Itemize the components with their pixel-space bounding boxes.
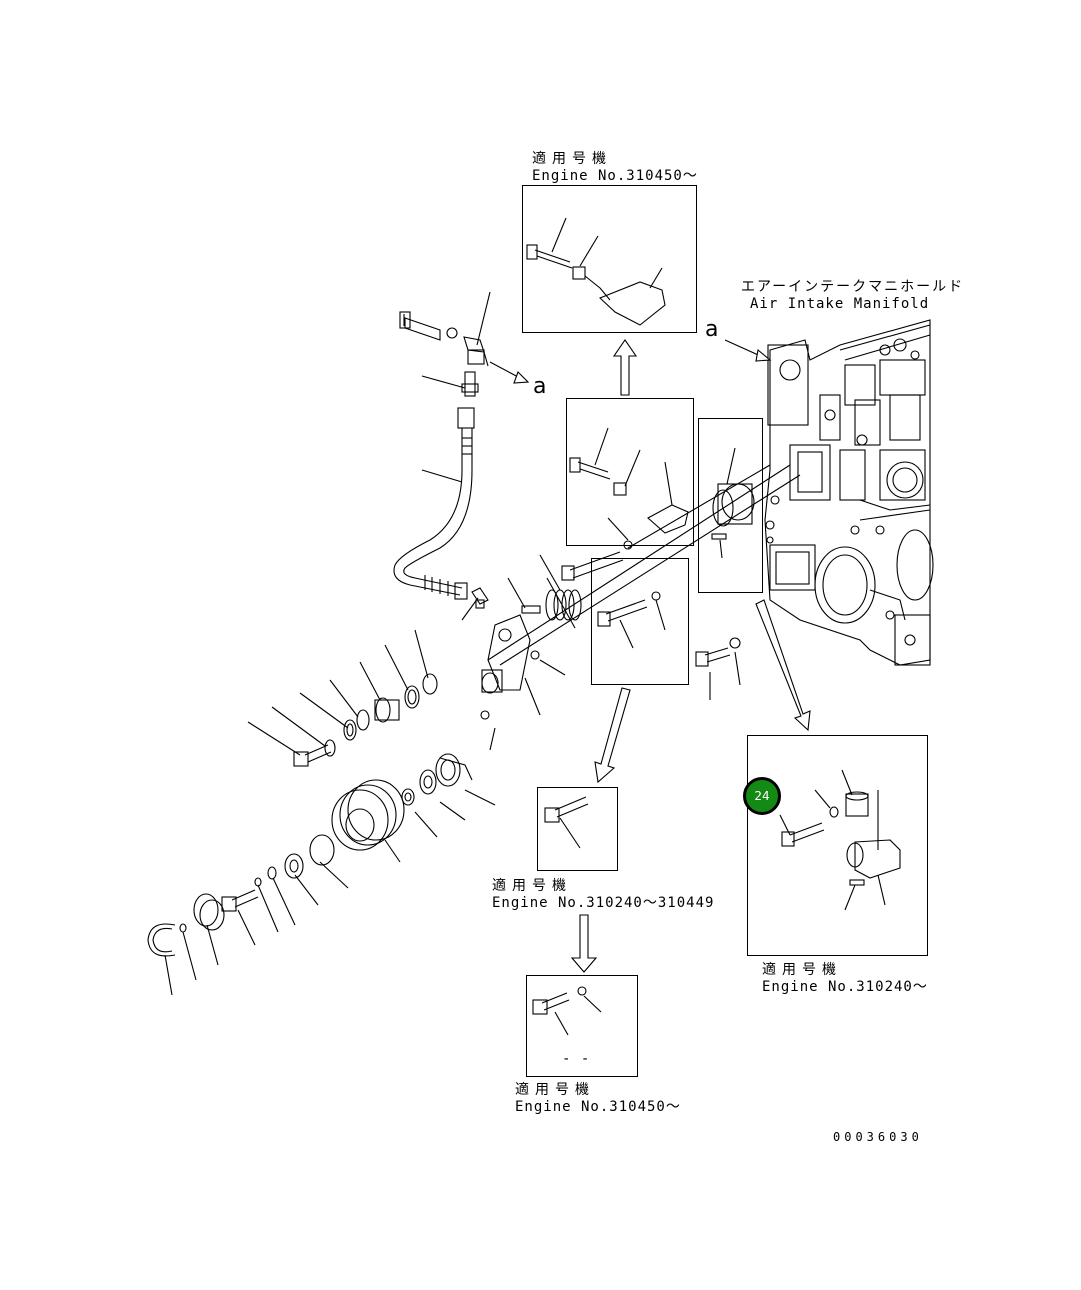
box-center-lower xyxy=(537,787,618,871)
box2-contents xyxy=(569,427,689,541)
box-center-top xyxy=(566,398,694,546)
box1-contents xyxy=(526,217,666,326)
top-applicable-en: Engine No.310450〜 xyxy=(532,168,698,184)
center-parts xyxy=(147,464,801,957)
mid-applicable-jp: 適用号機 xyxy=(492,878,572,894)
mid-applicable-en: Engine No.310240〜310449 xyxy=(492,895,715,911)
top-applicable-jp: 適用号機 xyxy=(532,151,612,167)
box-bottom-dashes: - - xyxy=(562,1051,591,1067)
bottom-applicable-jp: 適用号機 xyxy=(515,1082,595,1098)
right-applicable-en: Engine No.310240〜 xyxy=(762,979,928,995)
manifold-label-en: Air Intake Manifold xyxy=(750,296,930,312)
box4-contents xyxy=(544,796,589,849)
box-center-mid xyxy=(591,558,689,685)
manifold-label-jp: エアーインテークマニホールド xyxy=(741,279,965,295)
bottom-applicable-en: Engine No.310450〜 xyxy=(515,1099,681,1115)
ref-a-left: a xyxy=(533,374,547,399)
engine-block xyxy=(764,319,934,666)
bracket-with-bolt xyxy=(399,311,530,384)
box-right xyxy=(747,735,928,956)
right-applicable-jp: 適用号機 xyxy=(762,962,842,978)
box5-contents xyxy=(532,986,602,1036)
box3-contents xyxy=(597,591,666,649)
arrows xyxy=(570,339,811,973)
ref-a-right: a xyxy=(705,317,719,342)
drawing-number: 00036030 xyxy=(833,1130,923,1144)
box6-contents xyxy=(779,769,901,911)
box-flange xyxy=(698,418,763,593)
hose-assembly xyxy=(393,371,479,600)
box-bottom xyxy=(526,975,638,1077)
box-top xyxy=(522,185,697,333)
part-callout-24[interactable]: 24 xyxy=(743,777,781,815)
leader-lines xyxy=(164,291,741,996)
